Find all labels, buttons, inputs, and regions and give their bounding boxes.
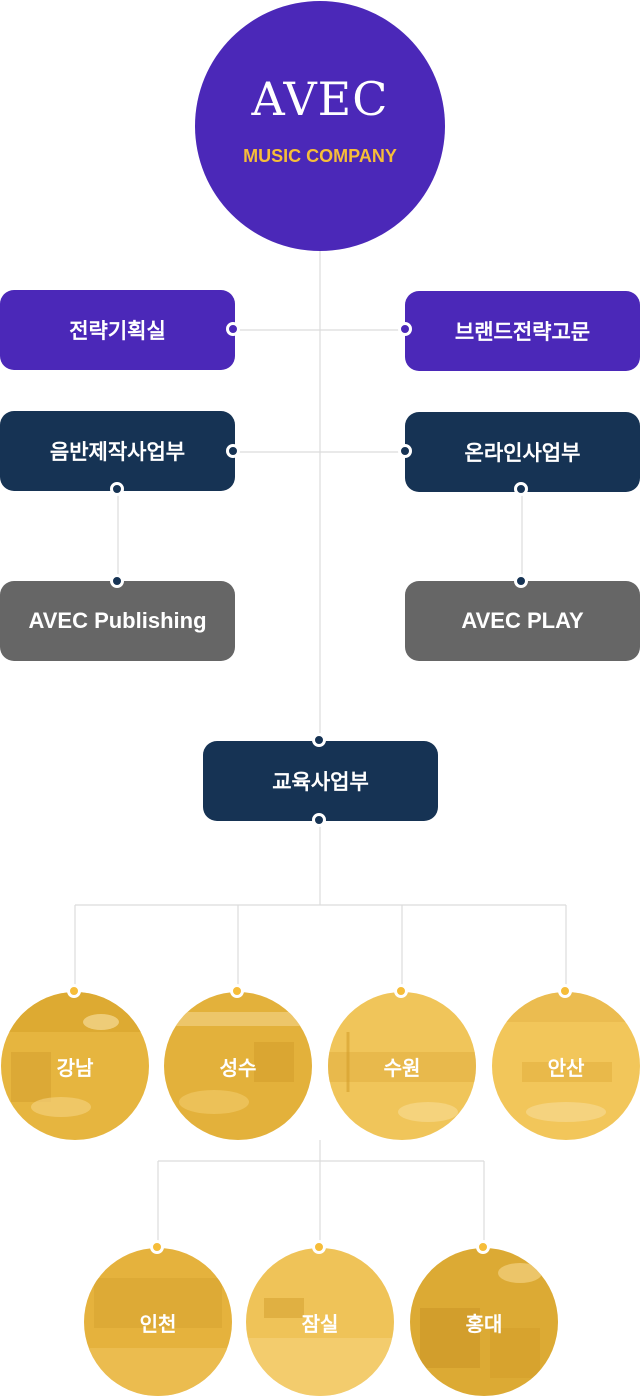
avec-logo: AVEC — [251, 72, 389, 126]
branch-label: 인천 — [139, 1311, 177, 1336]
branch-photo-texture — [164, 992, 312, 1140]
brand-strategy-advisor-box: 브랜드전략고문 — [405, 291, 640, 371]
connector-dot — [150, 1240, 164, 1254]
branch-incheon: 인천 — [84, 1248, 232, 1396]
education-business-label: 교육사업부 — [272, 770, 369, 794]
branch-seongsu: 성수 — [164, 992, 312, 1140]
avec-play-box: AVEC PLAY — [405, 581, 640, 661]
connector-dot — [226, 322, 240, 336]
connector-dot — [558, 984, 572, 998]
connector-dot — [110, 574, 124, 588]
branch-photo-texture — [84, 1248, 232, 1396]
connector-dot — [312, 813, 326, 827]
branch-label: 홍대 — [465, 1311, 503, 1336]
strategy-planning-label: 전략기획실 — [69, 319, 166, 343]
branch-suwon: 수원 — [328, 992, 476, 1140]
connector-dot — [226, 444, 240, 458]
online-business-label: 온라인사업부 — [464, 441, 581, 465]
branch-label: 수원 — [383, 1055, 421, 1080]
connector-dot — [476, 1240, 490, 1254]
connector-dot — [312, 1240, 326, 1254]
branch-label: 안산 — [547, 1055, 585, 1080]
branch-photo-texture — [328, 992, 476, 1140]
connector-dot — [398, 322, 412, 336]
avec-publishing-box: AVEC Publishing — [0, 581, 235, 661]
branch-hongdae: 홍대 — [410, 1248, 558, 1396]
branch-jamsil: 잠실 — [246, 1248, 394, 1396]
branch-label: 강남 — [56, 1055, 94, 1080]
connector-dot — [312, 733, 326, 747]
connector-dot — [398, 444, 412, 458]
branch-label: 잠실 — [301, 1311, 339, 1336]
education-business-box: 교육사업부 — [203, 741, 438, 821]
connector-dot — [514, 574, 528, 588]
connector-dot — [514, 482, 528, 496]
branch-label: 성수 — [219, 1055, 257, 1080]
music-company-subtitle: MUSIC COMPANY — [243, 146, 397, 166]
connector-dot — [67, 984, 81, 998]
online-business-box: 온라인사업부 — [405, 412, 640, 492]
album-production-box: 음반제작사업부 — [0, 411, 235, 491]
avec-play-label: AVEC PLAY — [461, 608, 584, 633]
branch-ansan: 안산 — [492, 992, 640, 1140]
connector-dot — [110, 482, 124, 496]
branch-photo-texture — [410, 1248, 558, 1396]
brand-strategy-advisor-label: 브랜드전략고문 — [454, 320, 591, 344]
branch-photo-texture — [1, 992, 149, 1140]
avec-publishing-label: AVEC Publishing — [28, 608, 207, 633]
branch-gangnam: 강남 — [1, 992, 149, 1140]
avec-music-company-hub: AVEC MUSIC COMPANY — [195, 1, 445, 251]
album-production-label: 음반제작사업부 — [49, 440, 186, 464]
branch-photo-texture — [246, 1248, 394, 1396]
connector-dot — [394, 984, 408, 998]
strategy-planning-box: 전략기획실 — [0, 290, 235, 370]
connector-dot — [230, 984, 244, 998]
